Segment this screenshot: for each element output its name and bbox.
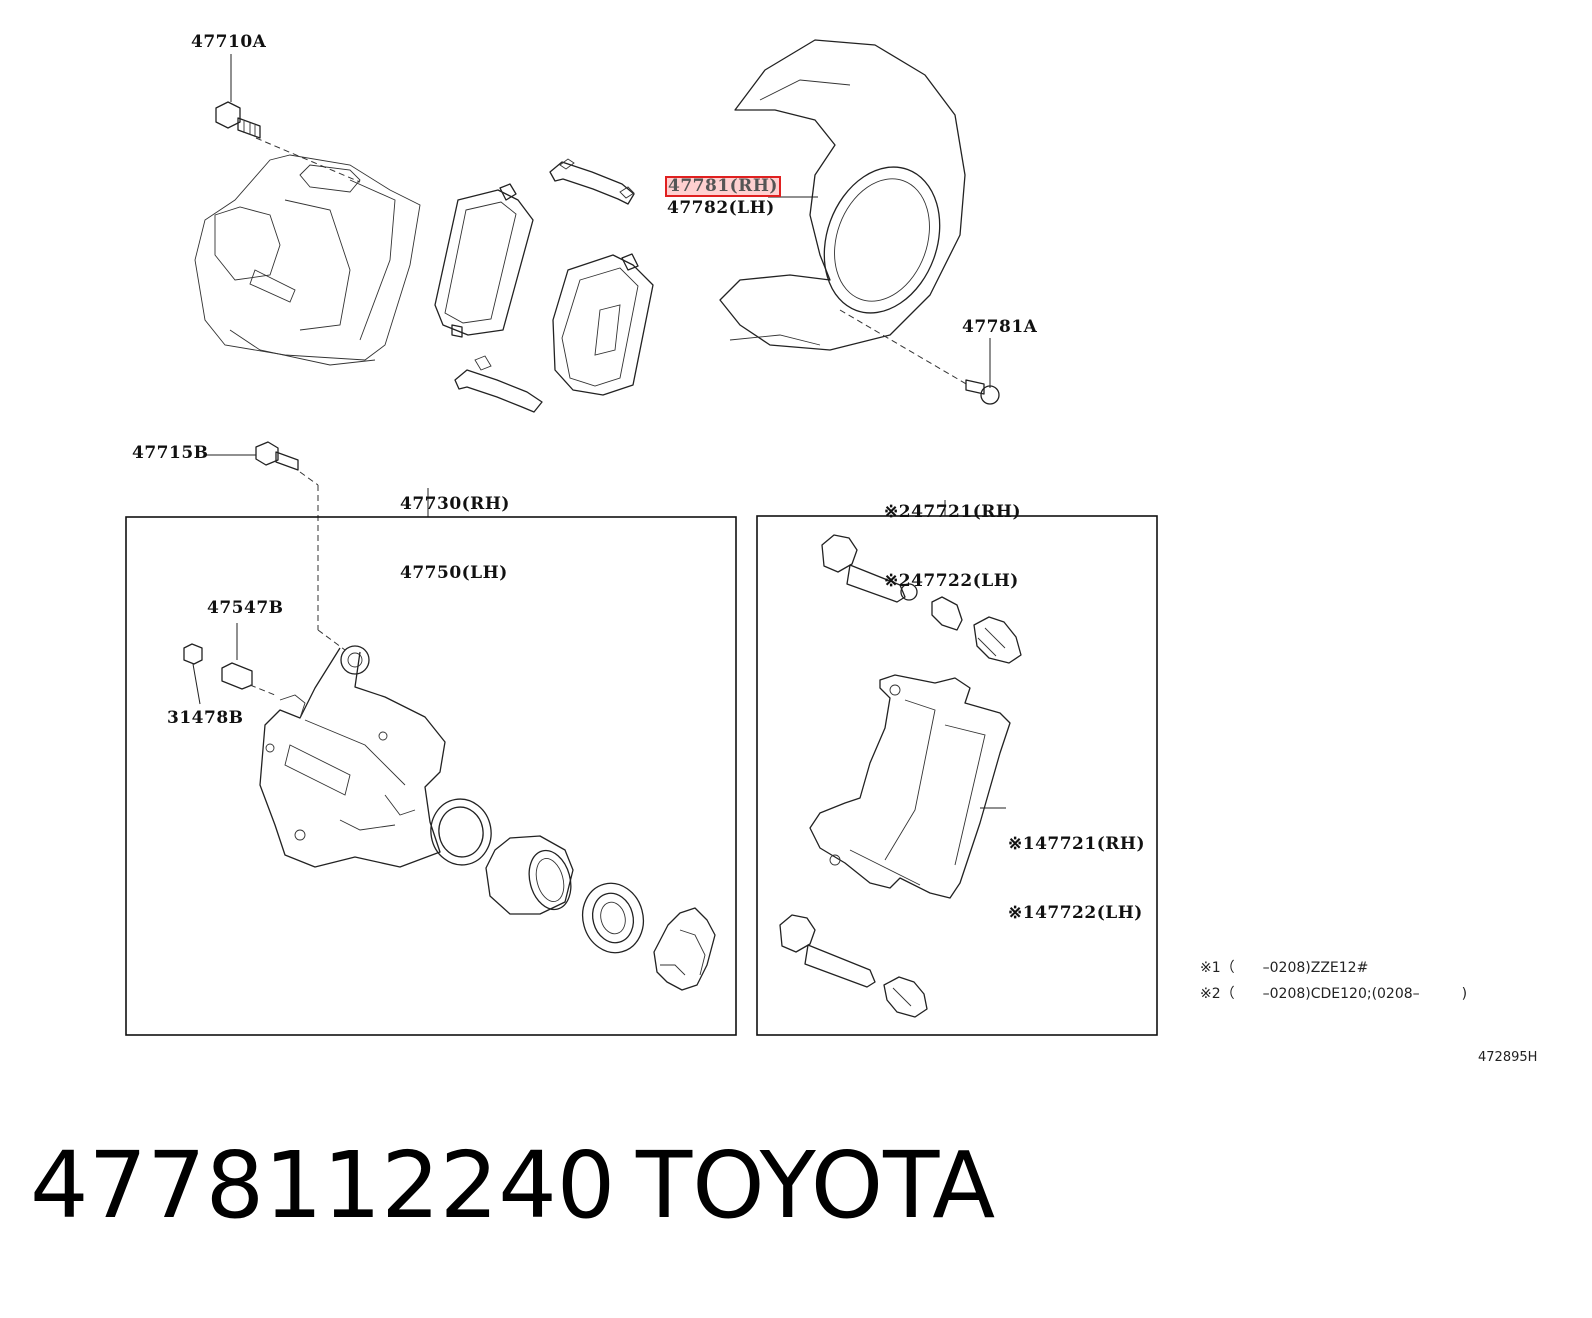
note-1: ※1（ –0208)ZZE12# <box>1200 960 1369 976</box>
callout-pin-set-group: ※247721(RH) ※247722(LH) <box>884 455 1021 639</box>
callout-shield-lh[interactable]: 47782(LH) <box>667 198 775 218</box>
cap-31478b-drawing <box>183 643 203 705</box>
mounting-assembly-box <box>756 515 1158 1036</box>
callout-bolt-47781a[interactable]: 47781A <box>962 317 1038 337</box>
callout-mounting-rh[interactable]: ※147721(RH) <box>1008 834 1145 854</box>
piston-boot-drawing <box>581 882 645 954</box>
callout-bolt-47715b[interactable]: 47715B <box>132 443 209 463</box>
callout-pin-set-rh[interactable]: ※247721(RH) <box>884 502 1021 522</box>
guide-pin-upper-drawing <box>821 534 918 603</box>
bolt-47710a-drawing <box>215 54 361 183</box>
piston-drawing <box>485 835 574 915</box>
callout-shield-rh-highlighted[interactable]: 47781(RH) <box>665 176 781 197</box>
callout-bleeder-47547b[interactable]: 47547B <box>207 598 284 618</box>
caliper-assembly-box <box>125 516 737 1036</box>
piston-seal-drawing <box>430 798 492 866</box>
callout-mounting-group: ※147721(RH) ※147722(LH) <box>1008 787 1145 971</box>
callout-bolt-47710a[interactable]: 47710A <box>191 32 267 52</box>
pad-clip-lower-drawing <box>454 355 543 413</box>
callout-cap-31478b[interactable]: 31478B <box>167 708 244 728</box>
brake-pad-outer-drawing <box>552 253 654 396</box>
callout-caliper-lh[interactable]: 47750(LH) <box>400 563 508 583</box>
callout-mounting-lh[interactable]: ※147722(LH) <box>1008 903 1143 923</box>
caliper-body-drawing <box>259 645 446 868</box>
dust-shield-drawing <box>719 39 966 351</box>
pin-boot-lower-drawing <box>883 976 928 1018</box>
bolt-47781a-drawing <box>839 309 1000 405</box>
pad-clip-upper-drawing <box>549 158 635 205</box>
caliper-housing-drawing <box>194 154 421 366</box>
pin-boot-upper-drawing <box>973 616 1022 664</box>
note-2: ※2（ –0208)CDE120;(0208– ) <box>1200 986 1468 1002</box>
caption-brand: TOYOTA <box>636 1132 996 1239</box>
bushing-drawing <box>931 596 963 631</box>
mounting-bracket-drawing <box>809 674 1011 899</box>
caption-part-number: 4778112240 <box>30 1132 616 1239</box>
brake-pad-inner-drawing <box>434 183 534 338</box>
anti-squeal-shim-drawing <box>653 907 716 991</box>
callout-caliper-rh[interactable]: 47730(RH) <box>400 494 510 514</box>
illustration-code: 472895H <box>1478 1050 1538 1065</box>
callout-caliper-group: 47730(RH) 47750(LH) <box>400 447 510 631</box>
callout-pin-set-lh[interactable]: ※247722(LH) <box>884 571 1019 591</box>
bleeder-47547b-drawing <box>221 623 276 696</box>
guide-pin-lower-drawing <box>779 914 876 988</box>
bolt-47715b-drawing <box>205 441 346 651</box>
